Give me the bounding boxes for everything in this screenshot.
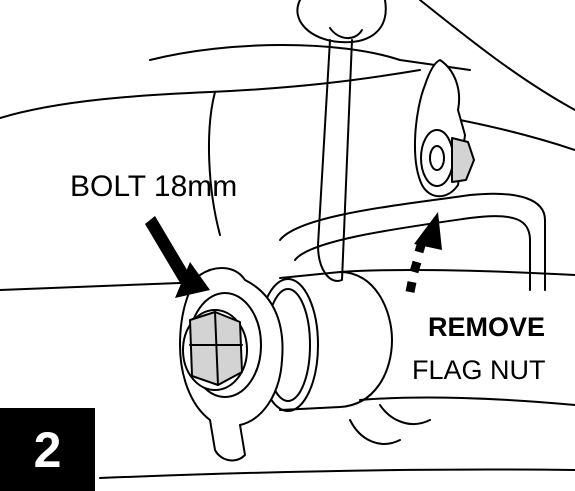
flag-nut-callout: FLAG NUT <box>412 355 546 385</box>
frame-line-upper <box>419 0 575 111</box>
bolt-callout: BOLT 18mm <box>70 170 238 203</box>
fender-curve <box>149 44 471 71</box>
sway-rod <box>279 192 546 291</box>
control-arm-bottom <box>359 396 575 406</box>
step-number-badge: 2 <box>0 408 95 491</box>
frame-line-lower <box>459 119 575 151</box>
flag-nut-dashed-arrow <box>405 212 442 293</box>
bushing-sleeve <box>279 271 393 411</box>
body-panel-inner <box>208 91 221 236</box>
remove-callout: REMOVE <box>428 312 546 342</box>
bolt-pointer-arrow <box>145 216 210 298</box>
top-mount <box>296 0 387 44</box>
body-panel-outline <box>0 69 421 119</box>
ground-line <box>99 468 575 479</box>
floor-line <box>0 282 181 291</box>
flag-nut-washer <box>420 129 454 187</box>
flag-nut-hex <box>451 137 475 183</box>
control-arm-top <box>339 268 575 276</box>
